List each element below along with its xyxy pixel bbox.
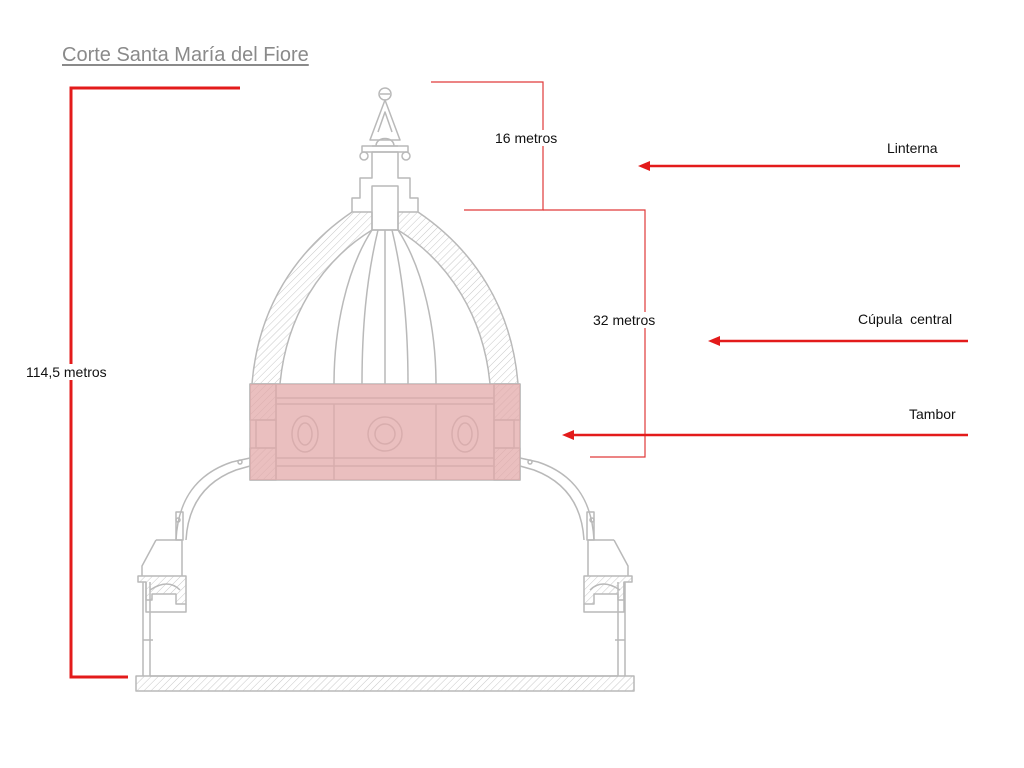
- total-height-label: 114,5 metros: [25, 364, 108, 380]
- dome-callout-label: Cúpula central: [857, 311, 954, 327]
- base-platform: [135, 675, 635, 692]
- left-buttress: [137, 511, 187, 613]
- lantern: [351, 87, 419, 231]
- lantern-height-label: 16 metros: [494, 130, 559, 146]
- callout-arrows: [562, 161, 968, 440]
- drum-callout-label: Tambor: [908, 406, 957, 422]
- dome-arrow: [708, 336, 968, 346]
- drum-highlight: [250, 384, 520, 480]
- side-walls: [142, 582, 626, 677]
- lantern-callout-label: Linterna: [886, 140, 939, 156]
- diagram-title: Corte Santa María del Fiore: [62, 44, 309, 66]
- right-buttress: [583, 511, 633, 613]
- main-dome: [251, 211, 519, 385]
- lantern-arrow: [638, 161, 960, 171]
- total-height-bracket: [69, 86, 240, 679]
- dome-height-bracket: [543, 209, 646, 458]
- lower-half-domes: [175, 457, 595, 541]
- lantern-height-bracket: [431, 81, 544, 211]
- dimension-brackets: [431, 81, 646, 458]
- drum-arrow: [562, 430, 968, 440]
- dome-height-label: 32 metros: [592, 312, 657, 328]
